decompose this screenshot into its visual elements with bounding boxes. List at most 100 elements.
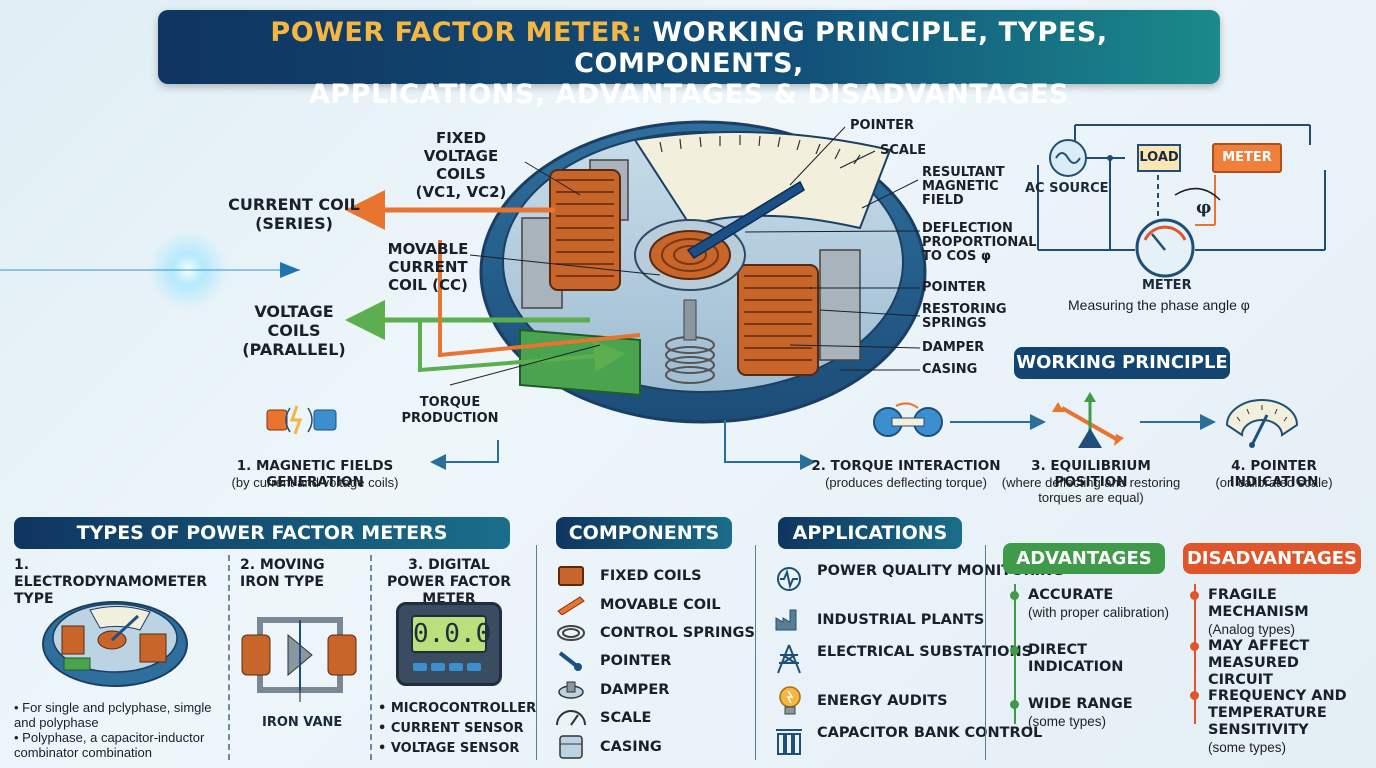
coil-windings-left [556, 179, 614, 277]
type-3-item-2: • CURRENT SENSOR [378, 721, 524, 736]
capacitor-bank-icon [776, 729, 802, 755]
step-4-sub: (on calibrated scale) [1215, 475, 1333, 490]
decorative-arrow [280, 262, 300, 278]
type-3-item-2-text: CURRENT SENSOR [390, 721, 524, 736]
label-fixed-voltage-coils: FIXED VOLTAGE COILS (VC1, VC2) [402, 129, 520, 201]
meter-pointer [686, 180, 805, 259]
label-voltage-coils-sub: (PARALLEL) [242, 340, 346, 359]
right-iron-block [819, 249, 861, 361]
casing-icon [559, 735, 583, 759]
flow-arrow-1 [430, 440, 499, 470]
application-power-quality: POWER QUALITY MONITORING [817, 563, 1065, 579]
advantage-2: DIRECT INDICATION [1028, 642, 1138, 676]
advantage-1: ACCURATE (with proper calibration) [1028, 587, 1169, 621]
advantage-3: WIDE RANGE (some types) [1028, 696, 1133, 730]
label-resultant-field: RESULTANT MAGNETIC FIELD [922, 165, 1005, 208]
step-2-title: 2. TORQUE INTERACTION [811, 458, 1001, 474]
label-movable-current-coil: MOVABLE CURRENT COIL (CC) [387, 240, 469, 294]
disadvantages-heading: DISADVANTAGES [1183, 543, 1361, 574]
disadvantage-3: FREQUENCY AND TEMPERATURE SENSITIVITY (s… [1208, 688, 1353, 756]
phi-label: φ [1196, 198, 1212, 218]
advantage-1-title: ACCURATE [1028, 587, 1114, 603]
step-1-sub: (by current and voltage coils) [231, 475, 399, 490]
disadvantage-3-title: FREQUENCY AND TEMPERATURE SENSITIVITY [1208, 688, 1347, 738]
advantage-dot-2 [1010, 646, 1019, 655]
type-3-title: 3. DIGITAL POWER FACTOR METER [386, 557, 512, 607]
factory-icon [775, 609, 797, 631]
label-current-coil: CURRENT COIL (SERIES) [225, 195, 363, 233]
label-fixed-voltage-coils-text: FIXED VOLTAGE COILS [423, 129, 499, 183]
step-4-title: 4. POINTER INDICATION [1229, 458, 1319, 490]
label-current-coil-text: CURRENT COIL [228, 195, 360, 214]
transmission-tower-icon [777, 644, 801, 674]
application-energy-audits: ENERGY AUDITS [817, 693, 948, 709]
circuit-meter-label: METER [1142, 278, 1192, 293]
disadvantage-dot-3 [1190, 691, 1199, 700]
applications-heading: APPLICATIONS [778, 517, 962, 549]
disadvantage-1-title: FRAGILE MECHANISM [1208, 587, 1309, 620]
torque-interaction-icon [873, 402, 943, 437]
pointer-indication-icon [1225, 399, 1299, 448]
label-damper: DAMPER [922, 340, 985, 355]
type-1-title: 1. ELECTRODYNAMOMETER TYPE [14, 557, 208, 607]
waveform-monitor-icon [777, 567, 801, 591]
scale-icon [556, 710, 586, 726]
application-industrial-plants: INDUSTRIAL PLANTS [817, 612, 985, 628]
disadvantage-2-title: MAY AFFECT MEASURED CIRCUIT [1208, 638, 1310, 688]
types-heading: TYPES OF POWER FACTOR METERS [14, 517, 510, 549]
digital-meter-display: 0.0.0 [411, 615, 491, 653]
step-2-sub: (produces deflecting torque) [825, 475, 987, 490]
title-banner: POWER FACTOR METER: WORKING PRINCIPLE, T… [158, 10, 1220, 110]
type-3-item-3-text: VOLTAGE SENSOR [390, 741, 520, 756]
label-casing: CASING [922, 362, 978, 377]
disadvantage-1-sub: (Analog types) [1208, 622, 1296, 637]
types-divider-2 [370, 555, 372, 760]
iron-vane-label: IRON VANE [262, 715, 343, 730]
section-divider-2 [755, 545, 756, 760]
label-scale: SCALE [880, 143, 927, 158]
advantage-3-title: WIDE RANGE [1028, 696, 1133, 712]
component-casing: CASING [600, 739, 662, 755]
label-voltage-coils-text: VOLTAGE COILS [254, 302, 334, 340]
label-fixed-voltage-coils-sub: (VC1, VC2) [415, 183, 507, 201]
disadvantages-line [1194, 584, 1196, 724]
type-1-note-2-text: Polyphase, a capacitor-inductor combinat… [14, 730, 205, 760]
type-1-note-1-text: For single and pclyphase, simgle and pol… [14, 700, 212, 730]
advantage-dot-1 [1010, 591, 1019, 600]
step-1-title: 1. MAGNETIC FIELDS GENERATION [236, 458, 394, 490]
disadvantage-dot-2 [1190, 642, 1199, 651]
label-pointer: POINTER [922, 280, 987, 295]
components-heading: COMPONENTS [556, 517, 732, 549]
label-voltage-coils: VOLTAGE COILS (PARALLEL) [226, 302, 362, 359]
type-2-title: 2. MOVING IRON TYPE [240, 557, 325, 590]
label-torque-production: TORQUE PRODUCTION [401, 395, 499, 426]
working-principle-heading: WORKING PRINCIPLE [1014, 347, 1230, 379]
advantage-2-title: DIRECT INDICATION [1028, 642, 1124, 675]
movable-coil-icon [557, 596, 585, 615]
advantage-1-sub: (with proper calibration) [1028, 605, 1170, 620]
circuit-caption: Measuring the phase angle φ [1068, 297, 1250, 313]
disadvantage-3-sub: (some types) [1208, 740, 1287, 755]
label-current-coil-sub: (SERIES) [255, 214, 333, 233]
title-rest: WORKING PRINCIPLE, TYPES, COMPONENTS, [574, 17, 1108, 79]
type-1-note-2: • Polyphase, a capacitor-inductor combin… [14, 730, 205, 760]
type-1-note-1: • For single and pclyphase, simgle and p… [14, 700, 212, 730]
type-3-item-3: • VOLTAGE SENSOR [378, 741, 520, 756]
moving-iron-icon [241, 617, 357, 702]
electrodynamometer-icon [42, 601, 188, 687]
damper-icon [558, 681, 584, 699]
application-substations: ELECTRICAL SUBSTATIONS [817, 644, 1033, 660]
magnetic-fields-icon [266, 405, 337, 435]
component-control-springs: CONTROL SPRINGS [600, 625, 755, 641]
lightbulb-icon [779, 686, 801, 715]
component-pointer: POINTER [600, 653, 672, 669]
disadvantage-1: FRAGILE MECHANISM (Analog types) [1208, 587, 1376, 638]
page-title-line-1: POWER FACTOR METER: WORKING PRINCIPLE, T… [158, 17, 1220, 79]
title-accent: POWER FACTOR METER: [270, 17, 643, 48]
fixed-voltage-coil-right [737, 264, 819, 376]
digital-meter-icon: 0.0.0 [396, 602, 502, 686]
component-movable-coil: MOVABLE COIL [600, 597, 721, 613]
coil-windings-right [744, 275, 812, 361]
flow-arrow-2 [724, 420, 816, 470]
